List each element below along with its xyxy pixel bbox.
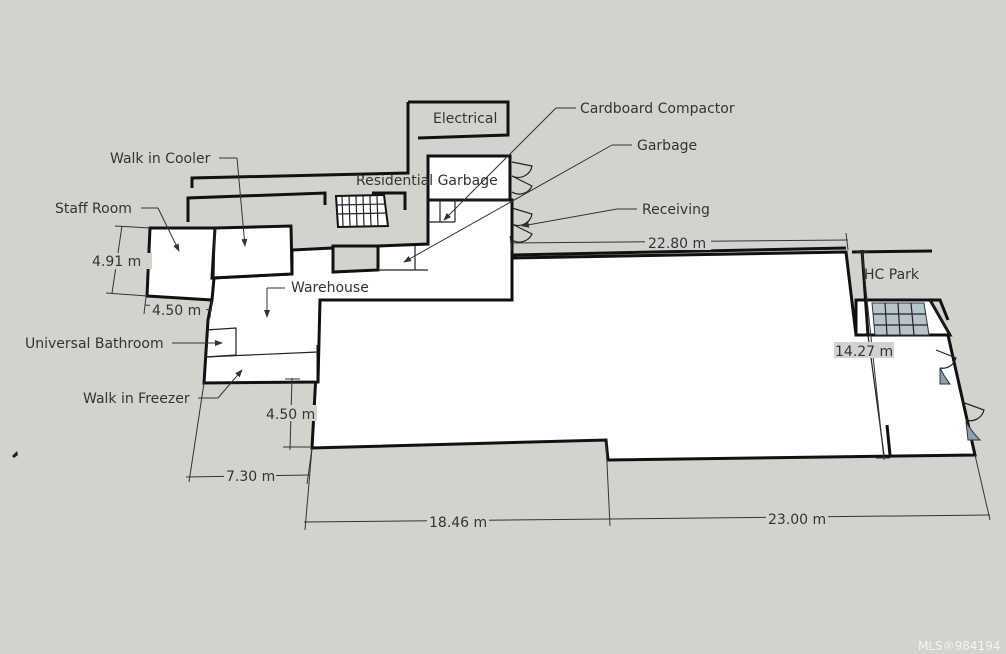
label-universal-bathroom: Universal Bathroom [25,336,164,352]
label-receiving: Receiving [642,202,710,218]
dim-top-right: 22.80 m [648,236,706,252]
walk-in-cooler-area [210,224,294,280]
dimension-lines: 22.80 m 4.91 m 4.50 m 14.27 m 4.50 m 7.3… [90,225,991,531]
label-cardboard-compactor: Cardboard Compactor [580,101,735,117]
label-residential-garbage: Residential Garbage [356,173,498,189]
dim-left-height: 4.91 m [92,254,141,270]
dim-bottom-right: 23.00 m [768,512,826,528]
label-warehouse: Warehouse [291,280,369,296]
dim-right-height: 14.27 m [835,344,893,360]
dim-left-width: 4.50 m [152,303,201,319]
label-hc-park: HC Park [864,267,920,283]
label-walk-in-freezer: Walk in Freezer [83,391,190,407]
dim-lower-left-height: 4.50 m [266,407,315,423]
hc-parking-tiles [871,302,930,336]
dim-lower-left-width: 7.30 m [226,469,275,485]
watermark: MLS®984194 [918,639,1000,653]
label-garbage: Garbage [637,138,697,154]
doors [511,161,985,441]
stray-mark [12,451,18,458]
stairs [334,193,390,229]
label-walk-in-cooler: Walk in Cooler [110,151,211,167]
dim-bottom-middle: 18.46 m [429,515,487,531]
staff-room-area [145,226,217,302]
room-labels: Electrical Cardboard Compactor Garbage W… [25,101,920,407]
label-staff-room: Staff Room [55,201,132,217]
label-electrical: Electrical [433,111,497,127]
